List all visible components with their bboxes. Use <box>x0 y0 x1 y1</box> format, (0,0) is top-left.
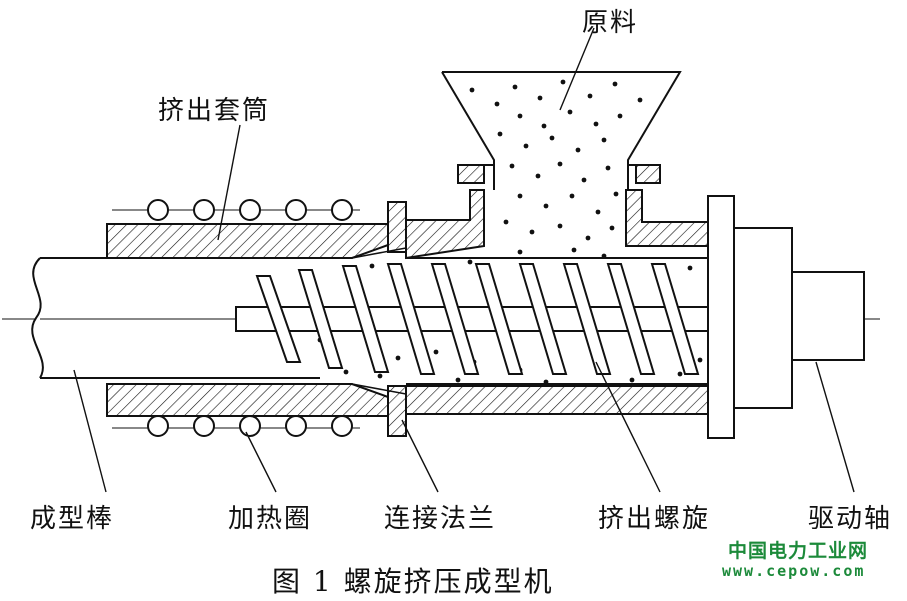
label-drive-shaft: 驱动轴 <box>808 504 893 534</box>
label-extrusion-screw: 挤出螺旋 <box>598 504 711 534</box>
label-raw-material: 原料 <box>582 8 639 38</box>
drive-shaft <box>791 271 865 361</box>
watermark-name: 中国电力工业网 <box>728 540 869 562</box>
connecting-flange <box>387 201 407 437</box>
forming-rod <box>31 257 320 379</box>
end-flange <box>707 195 793 439</box>
label-connecting-flange: 连接法兰 <box>384 504 497 534</box>
heating-coil <box>112 199 360 437</box>
label-extrusion-sleeve: 挤出套筒 <box>158 96 271 126</box>
extrusion-sleeve <box>106 223 389 417</box>
watermark-url: www.cepow.com <box>722 562 866 580</box>
figure-caption: 图 1 螺旋挤压成型机 <box>272 565 554 598</box>
hopper <box>441 71 682 190</box>
barrel-wall <box>351 189 720 415</box>
label-forming-rod: 成型棒 <box>30 504 115 534</box>
label-heating-coil: 加热圈 <box>228 504 313 534</box>
leader-lines <box>73 27 855 493</box>
extrusion-screw <box>235 263 720 375</box>
